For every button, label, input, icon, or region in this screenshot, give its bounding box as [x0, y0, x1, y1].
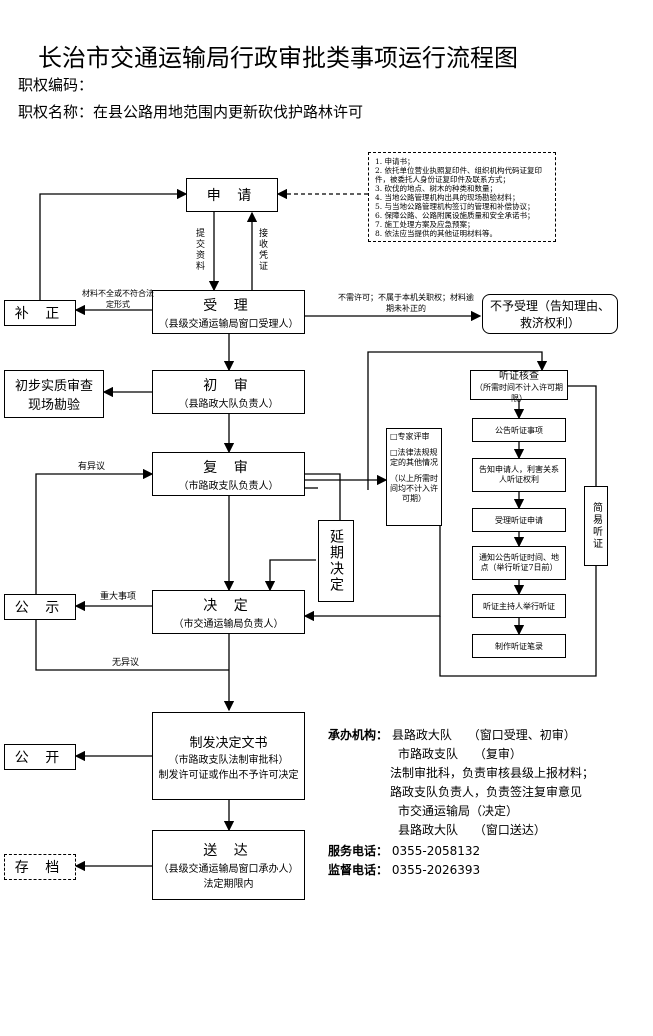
node-reject-label: 不予受理（告知理由、救济权利） [489, 299, 610, 330]
node-hearing-record-label: 制作听证笔录 [495, 641, 543, 651]
material-item: 2. 依托单位营业执照复印件、组织机构代码证复印件，被委托人身份证复印件及联系方… [375, 166, 543, 184]
node-issue-label: 制发决定文书 [189, 735, 268, 751]
footer-info: 承办机构： 县路政大队 （窗口受理、初审） 市路政支队 （复审） 法制审批科，负… [328, 726, 648, 880]
service-row: 服务电话： 0355-2058132 [328, 842, 648, 861]
node-archive: 存 档 [4, 854, 76, 880]
node-supplement: 补 正 [4, 300, 76, 326]
material-item: 7. 施工处理方案及应急预案； [375, 220, 475, 229]
node-decide-sub: （市交通运输局负责人） [173, 618, 284, 630]
node-reject: 不予受理（告知理由、救济权利） [482, 294, 618, 334]
node-accept-sub: （县级交通运输局窗口受理人） [158, 318, 299, 330]
edge-submit-label: 提交资料 [194, 228, 204, 272]
org4-role: （窗口送达） [473, 823, 546, 837]
node-accept-label: 受 理 [203, 297, 254, 314]
page-title: 长治市交通运输局行政审批类事项运行流程图 [38, 44, 518, 72]
org4: 县路政大队 [398, 823, 459, 837]
org-row-4: 县路政大队 （窗口送达） [328, 821, 648, 840]
node-first-review-label: 初 审 [203, 377, 254, 394]
service-phone: 0355-2058132 [391, 844, 481, 858]
node-decide: 决 定 （市交通运输局负责人） [152, 590, 305, 634]
edge-receipt-label: 接收凭证 [257, 228, 267, 272]
name-label: 职权名称：在县公路用地范围内更新砍伐护路林许可 [18, 103, 364, 121]
special-expert: □专家评审 [390, 432, 430, 441]
node-disclose-label: 公 开 [14, 750, 66, 766]
org3: 市交通运输局（决定） [398, 804, 519, 818]
node-disclose: 公 开 [4, 744, 76, 770]
material-item: 4. 当地公路管理机构出具的现场勘验材料； [375, 193, 520, 202]
org-label: 承办机构： [328, 728, 389, 742]
node-publicize: 公 示 [4, 594, 76, 620]
node-hearing-sub: （所需时间不计入许可期限） [475, 382, 563, 403]
node-extend: 延期决定 [318, 520, 354, 602]
node-issue-sub: （市路政支队法制审批科） [168, 754, 289, 766]
org-row-1: 承办机构： 县路政大队 （窗口受理、初审） [328, 726, 648, 745]
node-hearing-accept-label: 受理听证申请 [495, 515, 543, 525]
material-item: 8. 依法应当提供的其他证明材料等。 [375, 229, 498, 238]
node-apply-label: 申 请 [206, 188, 258, 204]
org2-role: （复审） [473, 747, 522, 761]
node-archive-label: 存 档 [14, 860, 66, 876]
node-hearing-hold-label: 听证主持人举行听证 [483, 601, 555, 611]
node-apply: 申 请 [186, 178, 278, 212]
node-simple-hearing: 简易听证 [584, 486, 608, 566]
org-detail-1: 法制审批科，负责审核县级上报材料； [390, 766, 595, 780]
node-issue: 制发决定文书 （市路政支队法制审批科） 制发许可证或作出不予许可决定 [152, 712, 305, 800]
supervise-row: 监督电话： 0355-2026393 [328, 861, 648, 880]
node-deliver: 送 达 （县级交通运输局窗口承办人） 法定期限内 [152, 830, 305, 900]
special-note: （以上所需时间均不计入许可期） [390, 474, 438, 503]
special-procedures-box: □专家评审 □法律法规规定的其他情况 （以上所需时间均不计入许可期） [386, 428, 442, 526]
supervise-phone: 0355-2026393 [391, 863, 481, 877]
org1: 县路政大队 [391, 728, 452, 742]
edge-no-permit-label: 不需许可；不属于本机关职权；材料逾期未补正的 [338, 293, 474, 313]
edge-objection-label: 有异议 [78, 462, 106, 472]
node-issue-sub2: 制发许可证或作出不予许可决定 [158, 769, 299, 781]
material-item: 3. 砍伐的地点、树木的种类和数量； [375, 184, 498, 193]
material-item: 6. 保障公路、公路附属设施质量和安全承诺书； [375, 211, 535, 220]
materials-box: 1. 申请书； 2. 依托单位营业执照复印件、组织机构代码证复印件，被委托人身份… [368, 152, 556, 242]
node-extend-label: 延期决定 [328, 529, 344, 593]
node-hearing-record: 制作听证笔录 [472, 634, 566, 658]
node-first-review: 初 审 （县路政大队负责人） [152, 370, 305, 414]
org1-role: （窗口受理、初审） [467, 728, 576, 742]
node-hearing: 听证核查 （所需时间不计入许可期限） [470, 370, 568, 403]
node-hearing-notify: 告知申请人，利害关系人听证权利 [472, 458, 566, 492]
node-decide-label: 决 定 [203, 597, 254, 614]
node-re-review-sub: （市路政支队负责人） [178, 480, 279, 492]
node-hearing-schedule-label: 通知公告听证时间、地点（举行听证7日前） [479, 553, 559, 572]
node-hearing-label: 听证核查 [499, 370, 539, 382]
service-label: 服务电话： [328, 844, 389, 858]
org2: 市路政支队 [398, 747, 459, 761]
node-supplement-label: 补 正 [14, 306, 66, 322]
node-field-check-label: 初步实质审查现场勘验 [14, 379, 93, 413]
edge-major-label: 重大事项 [100, 592, 137, 602]
node-hearing-announce: 公告听证事项 [472, 418, 566, 442]
node-first-review-sub: （县路政大队负责人） [178, 398, 279, 410]
node-hearing-hold: 听证主持人举行听证 [472, 594, 566, 618]
node-hearing-schedule: 通知公告听证时间、地点（举行听证7日前） [472, 546, 566, 580]
node-hearing-announce-label: 公告听证事项 [495, 425, 543, 435]
code-label: 职权编码： [18, 76, 94, 94]
material-item: 1. 申请书； [375, 157, 415, 166]
node-accept: 受 理 （县级交通运输局窗口受理人） [152, 290, 305, 334]
node-hearing-accept: 受理听证申请 [472, 508, 566, 532]
node-deliver-sub2: 法定期限内 [203, 879, 254, 890]
edge-incomplete-label: 材料不全或不符合法定形式 [82, 289, 154, 309]
node-hearing-notify-label: 告知申请人，利害关系人听证权利 [479, 465, 559, 484]
node-re-review: 复 审 （市路政支队负责人） [152, 452, 305, 496]
special-other: □法律法规规定的其他情况 [390, 448, 438, 467]
material-item: 5. 与当地公路管理机构签订的管理和补偿协议； [375, 202, 535, 211]
node-simple-hearing-label: 简易听证 [590, 502, 602, 550]
node-field-check: 初步实质审查现场勘验 [4, 370, 104, 418]
node-publicize-label: 公 示 [14, 600, 66, 616]
supervise-label: 监督电话： [328, 863, 389, 877]
org-detail-2: 路政支队负责人，负责签注复审意见 [390, 785, 583, 799]
node-deliver-label: 送 达 [203, 843, 254, 859]
node-deliver-sub: （县级交通运输局窗口承办人） [158, 864, 299, 875]
org-row-2: 市路政支队 （复审） [328, 745, 648, 764]
edge-no-objection-label: 无异议 [112, 658, 140, 668]
node-re-review-label: 复 审 [203, 459, 254, 476]
